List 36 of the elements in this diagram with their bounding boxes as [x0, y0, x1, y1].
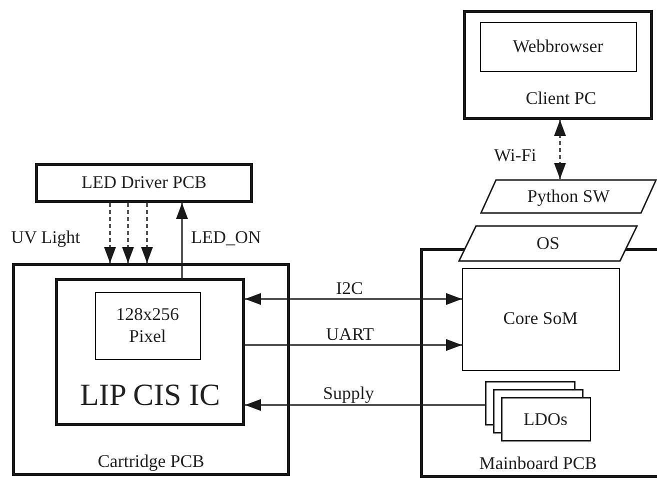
- arrow: [122, 203, 134, 263]
- edge-label: I2C: [334, 279, 365, 297]
- arrow: [141, 203, 153, 263]
- software-box: [480, 22, 637, 72]
- node-label: LIP CIS IC: [80, 376, 220, 414]
- node-label: LED Driver PCB: [82, 172, 206, 194]
- node-label: Mainboard PCB: [479, 453, 597, 475]
- node-label: Python SW: [527, 186, 610, 208]
- arrow: [245, 339, 462, 351]
- node-label: Core SoM: [503, 308, 578, 330]
- node-label: OS: [536, 232, 560, 254]
- node-label: Cartridge PCB: [98, 451, 204, 473]
- node-label: Webbrowser: [512, 36, 604, 58]
- module-box: [462, 268, 620, 371]
- node-label: Client PC: [526, 88, 596, 110]
- arrow: [104, 203, 116, 263]
- board-box: [420, 248, 657, 478]
- edge-label: Supply: [321, 384, 376, 402]
- arrow: [245, 293, 462, 305]
- node-label: 128x256 Pixel: [115, 304, 180, 348]
- software-layer-shape: [458, 225, 638, 262]
- edge-label: UART: [324, 325, 376, 343]
- regulator-stack: [485, 381, 591, 442]
- board-box: [35, 163, 253, 203]
- edge-label: LED_ON: [189, 228, 263, 246]
- node-label: LDOs: [524, 408, 568, 430]
- chip-box: [55, 278, 245, 426]
- arrow: [554, 120, 566, 179]
- computer-box: [463, 10, 653, 120]
- edge-label: Wi-Fi: [492, 146, 538, 164]
- software-layer-shape: [480, 179, 657, 214]
- arrow: [176, 203, 188, 278]
- sensor-box: [95, 292, 201, 360]
- arrow: [245, 399, 485, 411]
- board-box: [12, 263, 290, 476]
- edge-label: UV Light: [9, 228, 82, 246]
